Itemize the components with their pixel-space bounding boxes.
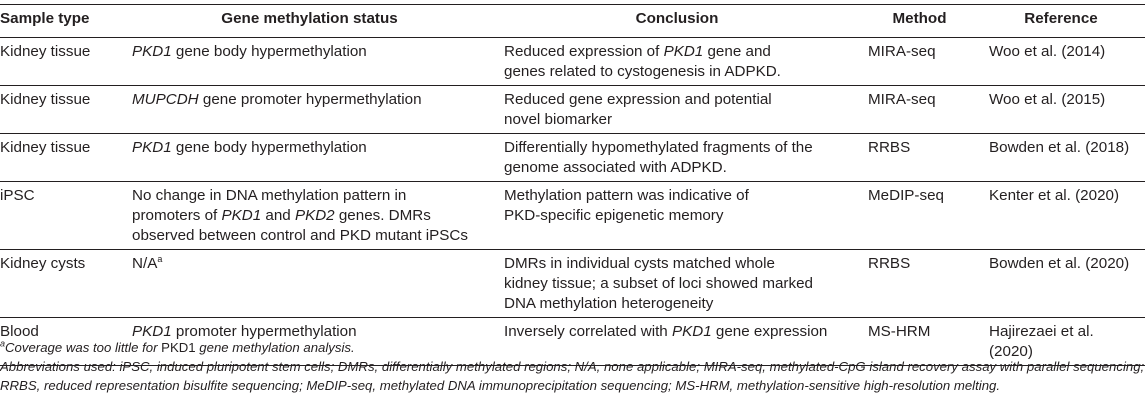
cell-reference: Woo et al. (2015) — [983, 85, 1145, 134]
header-gene-methylation-status: Gene methylation status — [127, 4, 498, 38]
cell-method: MeDIP-seq — [862, 181, 983, 250]
abbreviations-note: Abbreviations used: iPSC, induced plurip… — [0, 359, 1145, 393]
cell-reference: Woo et al. (2014) — [983, 37, 1145, 86]
header-row: Sample type Gene methylation status Conc… — [0, 4, 1145, 38]
cell-method: RRBS — [862, 133, 983, 182]
methylation-studies-table: Sample type Gene methylation status Conc… — [0, 4, 1145, 366]
gene-name: MUPCDH — [132, 91, 199, 108]
cell-method: MIRA-seq — [862, 37, 983, 86]
footnote-gene-name: PKD1 — [161, 340, 196, 355]
table-body: Kidney tissue PKD1 gene body hypermethyl… — [0, 37, 1145, 366]
gene-name: PKD1 — [663, 43, 704, 60]
footnote-marker: a — [157, 253, 163, 264]
cell-methylation-status: PKD1 promoter hypermethylation — [127, 317, 498, 366]
cell-methylation-status: MUPCDH gene promoter hypermethylation — [127, 85, 498, 134]
gene-name: PKD1 — [132, 139, 172, 156]
gene-name: PKD1 — [671, 323, 712, 340]
cell-reference: Kenter et al. (2020) — [983, 181, 1145, 250]
table-row: Kidney tissue MUPCDH gene promoter hyper… — [0, 85, 1145, 134]
cell-methylation-status: N/Aa — [127, 249, 498, 318]
table-notes: aCoverage was too little for PKD1 gene m… — [0, 338, 1145, 395]
footnote-text-after: gene methylation analysis. — [195, 340, 355, 355]
footnote-text-before: Coverage was too little for — [5, 340, 162, 355]
gene-name: PKD1 — [132, 43, 172, 60]
cell-methylation-status: PKD1 gene body hypermethylation — [127, 133, 498, 182]
table-row: Blood PKD1 promoter hypermethylation Inv… — [0, 317, 1145, 366]
footnote-marker: a — [0, 338, 6, 349]
cell-sample-type: Blood — [0, 317, 127, 366]
header-conclusion: Conclusion — [498, 4, 862, 38]
table-row: Kidney tissue PKD1 gene body hypermethyl… — [0, 37, 1145, 86]
cell-reference: Bowden et al. (2018) — [983, 133, 1145, 182]
cell-sample-type: Kidney tissue — [0, 133, 127, 182]
gene-name: PKD1 — [132, 323, 172, 340]
footnote: aCoverage was too little for PKD1 gene m… — [0, 338, 1145, 357]
gene-name: PKD1 — [221, 207, 262, 224]
header-reference: Reference — [983, 4, 1145, 38]
cell-reference: Bowden et al. (2020) — [983, 249, 1145, 318]
cell-sample-type: Kidney tissue — [0, 37, 127, 86]
cell-methylation-status: PKD1 gene body hypermethylation — [127, 37, 498, 86]
table-row: Kidney tissue PKD1 gene body hypermethyl… — [0, 133, 1145, 182]
cell-method: RRBS — [862, 249, 983, 318]
table-row: iPSC No change in DNA methylation patter… — [0, 181, 1145, 250]
table-row: Kidney cysts N/Aa DMRs in individual cys… — [0, 249, 1145, 318]
cell-method: MIRA-seq — [862, 85, 983, 134]
cell-sample-type: Kidney tissue — [0, 85, 127, 134]
cell-reference: Hajirezaei et al. (2020) — [983, 317, 1145, 366]
status-text: N/A — [132, 255, 158, 272]
cell-conclusion: Inversely correlated with PKD1 gene expr… — [498, 317, 862, 366]
cell-method: MS-HRM — [862, 317, 983, 366]
header-sample-type: Sample type — [0, 4, 127, 38]
gene-name: PKD2 — [294, 207, 335, 224]
header-method: Method — [862, 4, 983, 38]
cell-sample-type: Kidney cysts — [0, 249, 127, 318]
cell-conclusion: Differentially hypomethylated fragments … — [498, 133, 862, 182]
table-header: Sample type Gene methylation status Conc… — [0, 4, 1145, 38]
cell-sample-type: iPSC — [0, 181, 127, 250]
